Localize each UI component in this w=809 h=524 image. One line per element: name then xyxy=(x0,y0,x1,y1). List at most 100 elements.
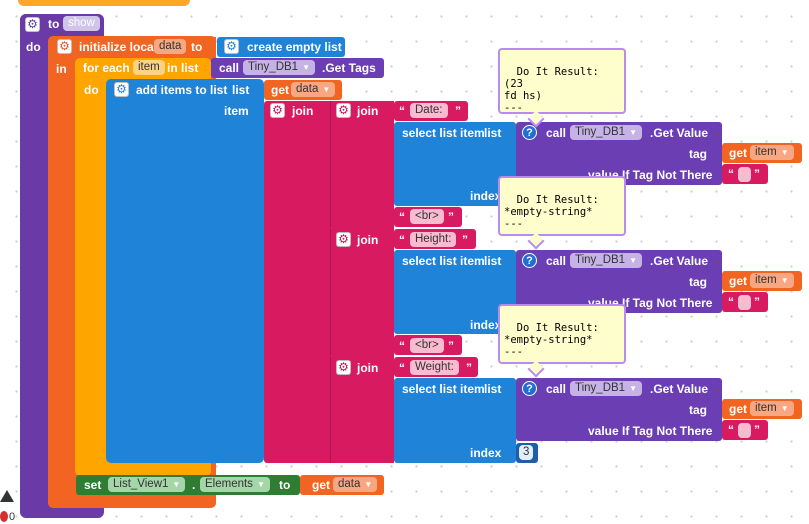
help-icon[interactable]: ? xyxy=(522,381,537,396)
get-value-2-component-dropdown[interactable]: Tiny_DB1▼ xyxy=(570,253,642,268)
text-br-1-field[interactable]: <br> xyxy=(410,209,444,224)
close-quote-icon: ” xyxy=(455,104,461,118)
close-quote-icon: ” xyxy=(754,423,760,437)
bubble-tail-2 xyxy=(527,232,545,250)
join-date-mutator-icon[interactable] xyxy=(336,103,351,118)
select-item-2-block[interactable] xyxy=(394,250,516,334)
get-value-3-method-label: .Get Value xyxy=(650,382,709,396)
get-value-3-call-label: call xyxy=(546,382,567,396)
get-data-var-dropdown[interactable]: data▼ xyxy=(291,82,336,97)
init-local-to-label: to xyxy=(191,40,203,54)
for-each-label: for each xyxy=(83,61,130,75)
error-count: 0 xyxy=(9,511,16,523)
procedure-mutator-icon[interactable] xyxy=(25,17,40,32)
do-it-result-bubble-3: Do It Result: *empty-string* --- xyxy=(498,304,626,378)
create-empty-list-label: create empty list xyxy=(247,40,342,54)
get-item-3-var-dropdown[interactable]: item▼ xyxy=(750,401,794,416)
create-empty-list-block[interactable] xyxy=(217,37,345,57)
chevron-down-icon: ▼ xyxy=(322,85,331,94)
text-weight-field[interactable]: Weight: xyxy=(410,360,459,375)
select-item-3-block[interactable] xyxy=(394,378,516,463)
open-quote-icon: “ xyxy=(399,233,405,247)
init-local-in-label: in xyxy=(56,62,67,76)
join-height-mutator-icon[interactable] xyxy=(336,232,351,247)
init-local-var-field[interactable]: data xyxy=(154,39,187,54)
get-value-1-component-dropdown[interactable]: Tiny_DB1▼ xyxy=(570,125,642,140)
procedure-do-label: do xyxy=(26,40,41,54)
get-item-2-var-dropdown[interactable]: item▼ xyxy=(750,273,794,288)
do-it-result-text-3: Do It Result: *empty-string* --- xyxy=(504,322,599,358)
for-each-var-field[interactable]: item xyxy=(133,60,165,75)
get-value-3-component-dropdown[interactable]: Tiny_DB1▼ xyxy=(570,381,642,396)
close-quote-icon: ” xyxy=(448,339,454,353)
open-quote-icon: “ xyxy=(399,339,405,353)
select-item-2-label: select list item xyxy=(402,254,485,268)
open-quote-icon: “ xyxy=(728,167,734,181)
add-items-list-label: list xyxy=(232,83,250,97)
set-label: set xyxy=(84,478,102,492)
init-local-mutator-icon[interactable] xyxy=(57,39,72,54)
get-value-3-value-if-label: value If Tag Not There xyxy=(588,424,713,438)
get-data-label: get xyxy=(271,83,289,97)
get-item-3-var-name: item xyxy=(755,402,777,414)
set-property-dropdown[interactable]: Elements▼ xyxy=(200,477,270,492)
join-date-block[interactable] xyxy=(330,101,394,227)
outer-join-mutator-icon[interactable] xyxy=(270,103,285,118)
init-local-label: initialize local xyxy=(79,40,158,54)
add-items-mutator-icon[interactable] xyxy=(114,82,129,97)
empty-text-1-field[interactable] xyxy=(738,167,751,182)
do-it-result-bubble-2: Do It Result: *empty-string* --- xyxy=(498,176,626,250)
block-fragment-top[interactable] xyxy=(18,0,190,6)
select-item-1-block[interactable] xyxy=(394,122,516,206)
select-item-1-list-label: list xyxy=(484,126,502,140)
select-item-2-index-label: index xyxy=(470,318,502,332)
empty-text-2-field[interactable] xyxy=(738,295,751,310)
set-component-name: List_View1 xyxy=(113,478,169,490)
procedure-name-field[interactable]: show xyxy=(63,16,100,31)
open-quote-icon: “ xyxy=(728,295,734,309)
close-quote-icon: ” xyxy=(754,167,760,181)
get-data-2-var-name: data xyxy=(338,478,361,490)
get-value-1-method-label: .Get Value xyxy=(650,126,709,140)
help-icon[interactable]: ? xyxy=(522,125,537,140)
text-height-field[interactable]: Height: xyxy=(410,232,457,247)
chevron-down-icon: ▼ xyxy=(364,480,373,489)
get-tags-component-dropdown[interactable]: Tiny_DB1▼ xyxy=(243,60,315,75)
join-weight-mutator-icon[interactable] xyxy=(336,360,351,375)
add-items-block[interactable] xyxy=(106,79,264,463)
get-item-1-var-dropdown[interactable]: item▼ xyxy=(750,145,794,160)
get-data-2-label: get xyxy=(312,478,330,492)
get-value-1-component-name: Tiny_DB1 xyxy=(575,126,626,138)
warning-icon[interactable] xyxy=(0,490,14,502)
index-number-field[interactable]: 3 xyxy=(519,445,534,460)
select-item-1-index-label: index xyxy=(470,189,502,203)
set-dot-label: . xyxy=(192,478,196,492)
error-icon[interactable] xyxy=(0,511,8,522)
get-value-2-call-label: call xyxy=(546,254,567,268)
join-weight-label: join xyxy=(357,361,379,375)
get-item-3-label: get xyxy=(729,402,747,416)
get-data-var-name: data xyxy=(296,83,319,95)
select-item-2-list-label: list xyxy=(484,254,502,268)
chevron-down-icon: ▼ xyxy=(172,480,181,489)
chevron-down-icon: ▼ xyxy=(780,148,789,157)
do-it-result-text-1: Do It Result: (23 fd hs) --- xyxy=(504,66,599,114)
do-it-result-bubble-1: Do It Result: (23 fd hs) --- xyxy=(498,48,626,128)
get-value-1-call-label: call xyxy=(546,126,567,140)
join-height-label: join xyxy=(357,233,379,247)
get-value-3-component-name: Tiny_DB1 xyxy=(575,382,626,394)
create-list-mutator-icon[interactable] xyxy=(224,39,239,54)
join-date-label: join xyxy=(357,104,379,118)
text-br-2-field[interactable]: <br> xyxy=(410,338,444,353)
get-value-3-tag-label: tag xyxy=(689,403,707,417)
empty-text-3-field[interactable] xyxy=(738,423,751,438)
set-component-dropdown[interactable]: List_View1▼ xyxy=(108,477,186,492)
get-data-2-var-dropdown[interactable]: data▼ xyxy=(333,477,378,492)
help-icon[interactable]: ? xyxy=(522,253,537,268)
get-value-2-method-label: .Get Value xyxy=(650,254,709,268)
open-quote-icon: “ xyxy=(399,361,405,375)
chevron-down-icon: ▼ xyxy=(780,276,789,285)
open-quote-icon: “ xyxy=(399,104,405,118)
join-height-block[interactable] xyxy=(330,229,394,355)
text-date-field[interactable]: Date: xyxy=(410,103,448,118)
